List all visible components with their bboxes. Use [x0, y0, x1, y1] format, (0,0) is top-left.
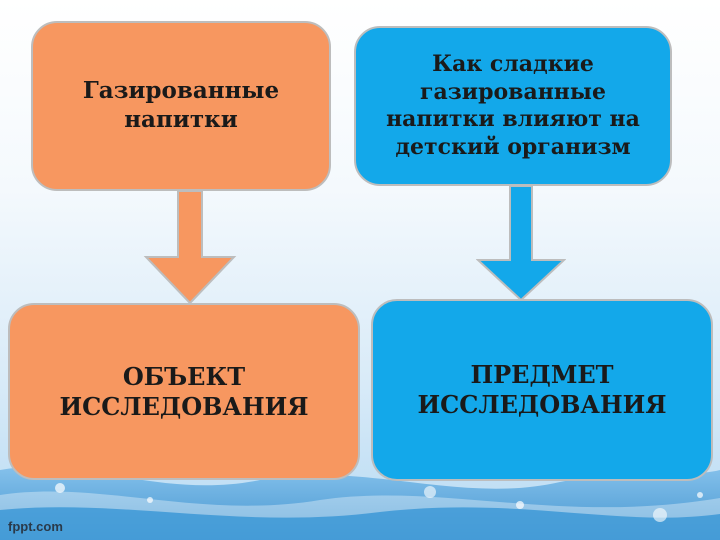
research-object-box: ОБЪЕКТ ИССЛЕДОВАНИЯ — [8, 303, 360, 480]
orange-down-arrow — [143, 191, 237, 305]
research-question-box: Как сладкие газированные напитки влияют … — [354, 26, 672, 186]
research-subject-box: ПРЕДМЕТ ИССЛЕДОВАНИЯ — [371, 299, 713, 481]
research-object-box-label: ОБЪЕКТ ИССЛЕДОВАНИЯ — [59, 361, 309, 421]
beverages-box: Газированные напитки — [31, 21, 331, 191]
beverages-box-label: Газированные напитки — [82, 77, 280, 133]
research-question-box-label: Как сладкие газированные напитки влияют … — [386, 51, 640, 160]
blue-down-arrow — [476, 186, 566, 302]
fppt-logo: fppt.com — [8, 519, 63, 534]
research-subject-box-label: ПРЕДМЕТ ИССЛЕДОВАНИЯ — [417, 360, 667, 419]
